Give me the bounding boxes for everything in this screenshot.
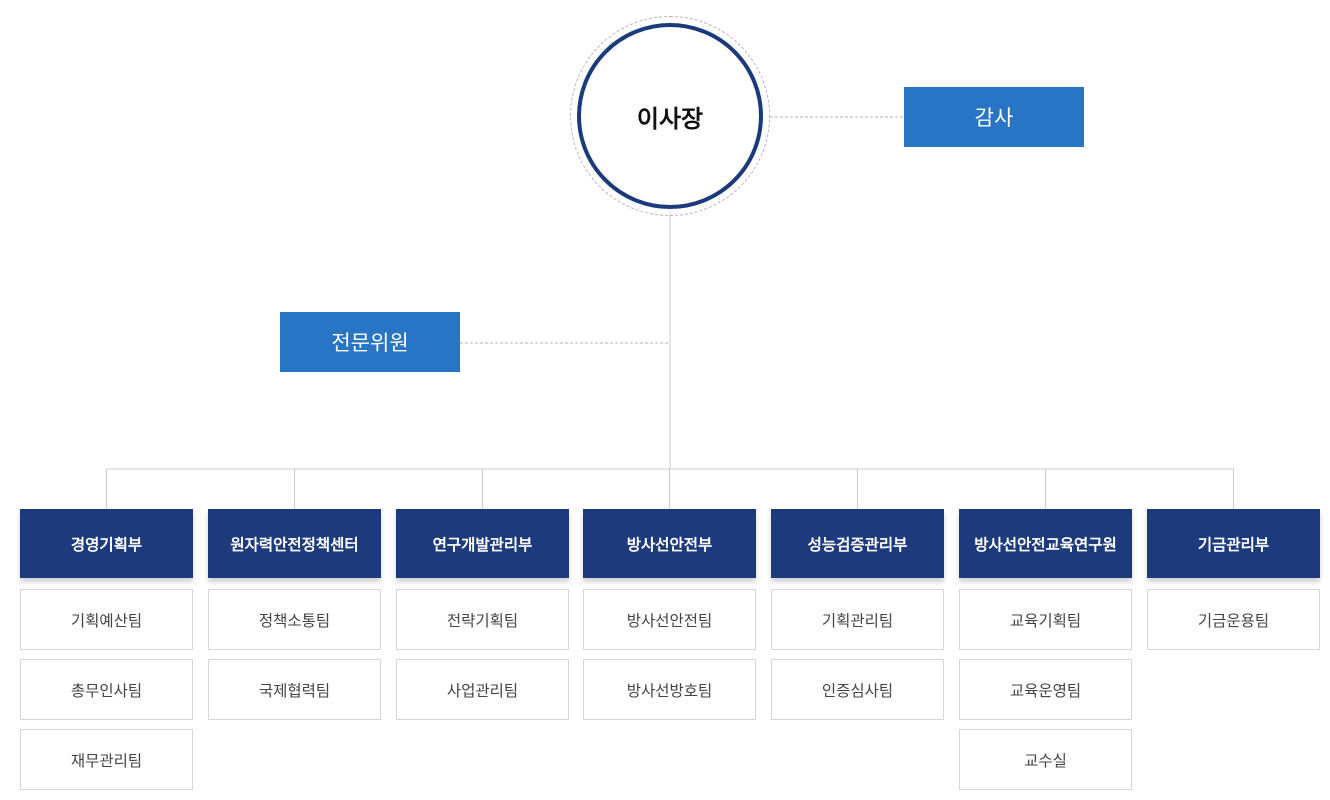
team-box: 국제협력팀: [208, 659, 381, 720]
team-box: 교육기획팀: [959, 589, 1132, 650]
department-box: 방사선안전부: [583, 509, 756, 578]
team-box: 기금운용팀: [1147, 589, 1320, 650]
department-box: 경영기획부: [20, 509, 193, 578]
advisory-box: 전문위원: [280, 312, 460, 372]
team-box: 재무관리팀: [20, 729, 193, 790]
team-box: 기획관리팀: [771, 589, 944, 650]
department-box: 성능검증관리부: [771, 509, 944, 578]
team-box: 기획예산팀: [20, 589, 193, 650]
team-box: 교수실: [959, 729, 1132, 790]
team-box: 전략기획팀: [396, 589, 569, 650]
team-box: 사업관리팀: [396, 659, 569, 720]
department-box: 방사선안전교육연구원: [959, 509, 1132, 578]
team-box: 교육운영팀: [959, 659, 1132, 720]
chairman-ring: [570, 16, 770, 216]
team-box: 총무인사팀: [20, 659, 193, 720]
chairman-node: 이사장: [577, 23, 763, 209]
department-box: 연구개발관리부: [396, 509, 569, 578]
department-box: 원자력안전정책센터: [208, 509, 381, 578]
team-box: 인증심사팀: [771, 659, 944, 720]
auditor-box: 감사: [904, 87, 1084, 147]
team-box: 방사선방호팀: [583, 659, 756, 720]
team-box: 정책소통팀: [208, 589, 381, 650]
team-box: 방사선안전팀: [583, 589, 756, 650]
department-box: 기금관리부: [1147, 509, 1320, 578]
